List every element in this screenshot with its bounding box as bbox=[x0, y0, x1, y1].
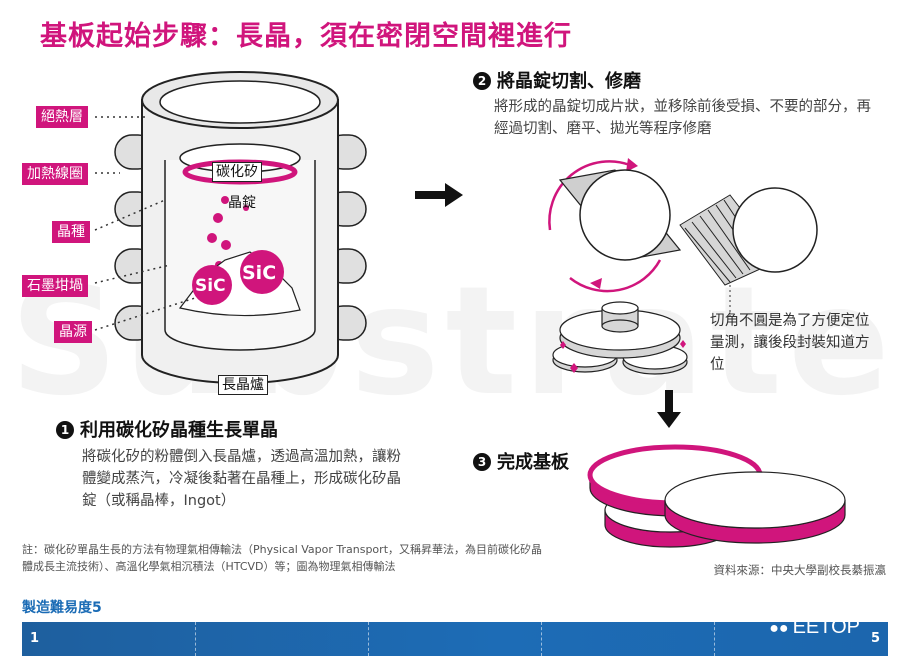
step2-text: 將形成的晶錠切成片狀，並移除前後受損、不要的部分，再經過切割、磨平、拋光等程序修… bbox=[494, 99, 871, 137]
polishing-wafers bbox=[552, 301, 688, 375]
arrow-down-icon bbox=[657, 390, 681, 428]
label-crucible: 石墨坩堝 bbox=[22, 275, 88, 297]
step3-number: 3 bbox=[473, 453, 491, 471]
difficulty-divider bbox=[368, 622, 369, 656]
substrate-wafers bbox=[587, 444, 846, 548]
sic-ball-left bbox=[192, 265, 232, 305]
label-ingot: 晶錠 bbox=[228, 195, 256, 211]
sic-ball-right bbox=[240, 250, 284, 294]
label-source: 晶源 bbox=[54, 321, 92, 343]
source-credit: 資料來源：中央大學副校長綦振瀛 bbox=[713, 563, 887, 577]
label-insulation: 絕熱層 bbox=[36, 106, 88, 128]
label-furnace: 長晶爐 bbox=[218, 375, 268, 395]
label-heating-coil: 加熱線圈 bbox=[22, 163, 88, 185]
step2-number: 2 bbox=[473, 72, 491, 90]
sic-ball-right-label: SiC bbox=[242, 262, 277, 284]
difficulty-divider bbox=[541, 622, 542, 656]
furnace-inner-rim bbox=[159, 80, 321, 124]
difficulty-label: 製造難易度5 bbox=[22, 600, 102, 616]
wechat-icon: ●● bbox=[769, 620, 789, 637]
arrow-right-icon bbox=[415, 183, 463, 207]
label-sic-layer: 碳化矽 bbox=[212, 162, 262, 182]
flat-note: 切角不圓是為了方便定位量測，讓後段封裝知道方位 bbox=[710, 313, 870, 373]
step1-number: 1 bbox=[56, 421, 74, 439]
page-title: 基板起始步驟：長晶，須在密閉空間裡進行 bbox=[40, 21, 572, 52]
difficulty-max: 5 bbox=[870, 631, 880, 646]
difficulty-bar: 1 5 bbox=[22, 622, 888, 656]
step3-heading: 3 完成基板 bbox=[473, 448, 569, 474]
sic-ball-left-label: SiC bbox=[195, 276, 226, 296]
step1-heading: 1 利用碳化矽晶種生長單晶 bbox=[56, 416, 278, 442]
difficulty-divider bbox=[714, 622, 715, 656]
furnace-illustration bbox=[94, 71, 367, 384]
ingot-cutting-illustration bbox=[548, 158, 818, 375]
leader-lines bbox=[94, 116, 196, 331]
eetop-logo: ●●EETOP bbox=[769, 616, 860, 639]
sliced-ingot-end bbox=[732, 187, 818, 273]
sparkle-icon bbox=[560, 340, 686, 373]
difficulty-divider bbox=[195, 622, 196, 656]
step2-heading: 2 將晶錠切割、修磨 bbox=[473, 67, 641, 93]
logo-text: EETOP bbox=[792, 616, 860, 638]
difficulty-min: 1 bbox=[30, 631, 40, 646]
step1-heading-text: 利用碳化矽晶種生長單晶 bbox=[80, 420, 278, 441]
label-seed: 晶種 bbox=[52, 221, 90, 243]
rotation-arrow-icon bbox=[548, 160, 631, 231]
step2-heading-text: 將晶錠切割、修磨 bbox=[497, 71, 641, 92]
step1-text: 將碳化矽的粉體倒入長晶爐，透過高溫加熱，讓粉體變成蒸汽，冷凝後黏著在晶種上，形成… bbox=[82, 449, 401, 509]
step3-heading-text: 完成基板 bbox=[497, 452, 569, 473]
footnote: 註：碳化矽單晶生長的方法有物理氣相傳輸法（Physical Vapor Tran… bbox=[22, 543, 542, 573]
ingot-end bbox=[579, 169, 671, 261]
